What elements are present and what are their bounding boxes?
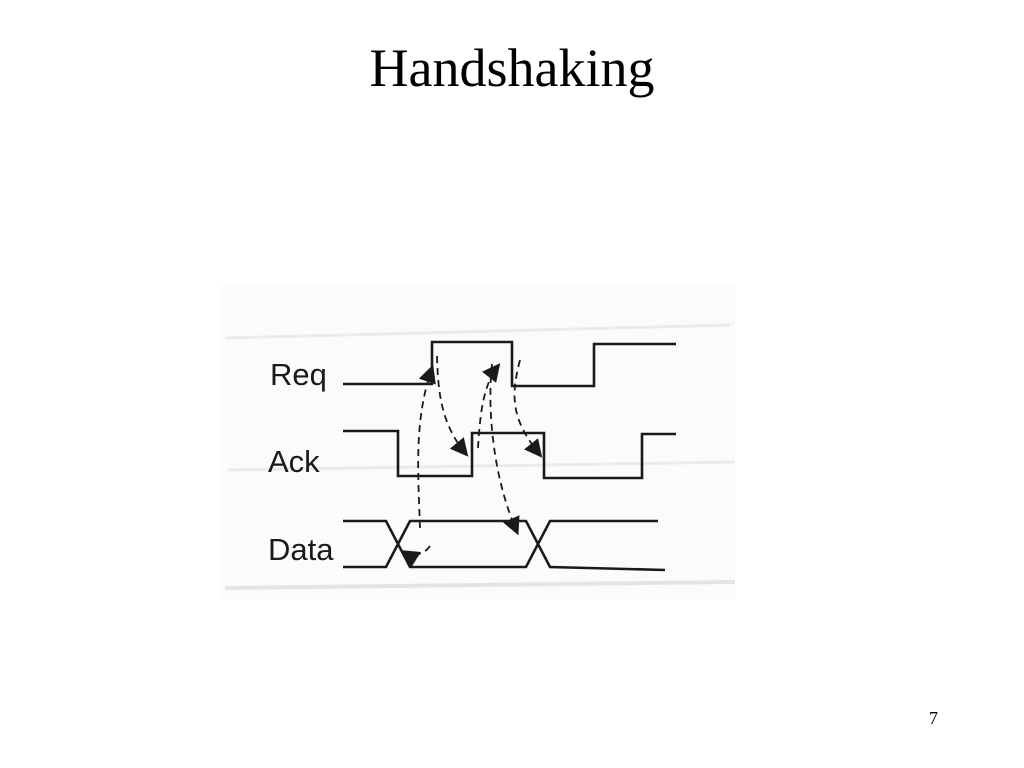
page-number: 7 <box>929 708 938 728</box>
signal-label-req: Req <box>270 357 327 392</box>
signal-label-data: Data <box>268 532 334 567</box>
slide-title: Handshaking <box>369 38 655 98</box>
signal-label-ack: Ack <box>268 444 320 479</box>
ack-waveform <box>343 429 676 480</box>
data-waveform <box>343 519 666 572</box>
handshake-arrows <box>400 355 543 568</box>
